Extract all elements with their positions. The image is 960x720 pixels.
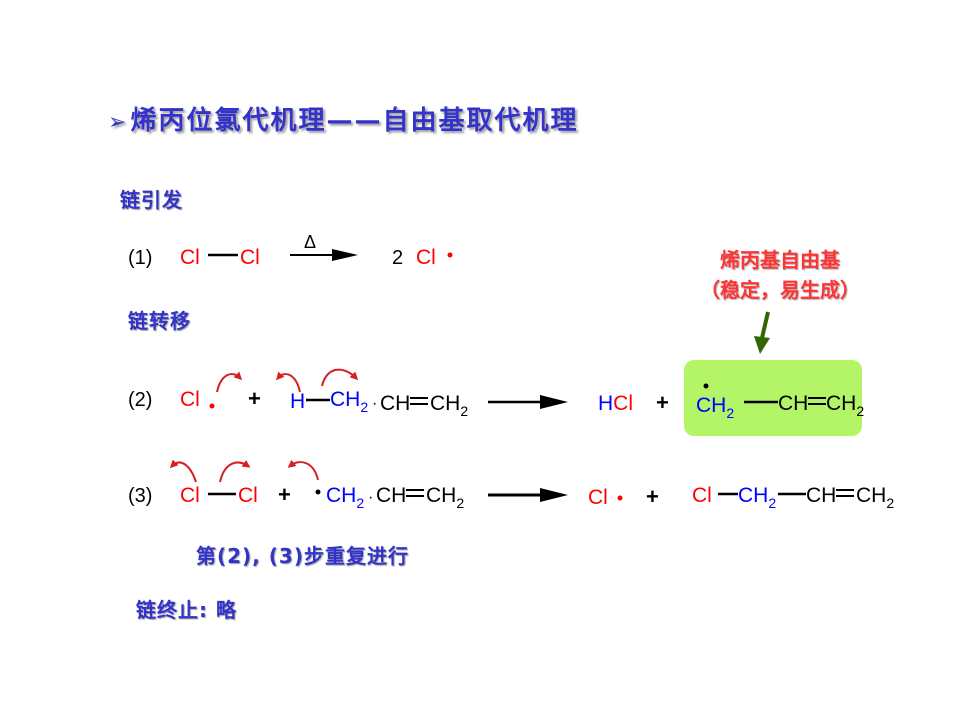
radical-dot-icon: [209, 403, 215, 409]
allyl-radical-subnote: （稳定，易生成）: [700, 278, 860, 302]
r3-product2-ch2-terminal: CH2: [856, 484, 894, 511]
r1-arrow-head: [332, 249, 358, 261]
r3-plus-1: +: [278, 482, 291, 507]
arrow-bullet-icon: ➢: [108, 110, 129, 135]
r3-plus-2: +: [646, 484, 659, 509]
r3-single-bond-dot: ·: [368, 489, 373, 506]
r2-ch2: CH2: [330, 388, 368, 415]
page-title: ➢烯丙位氯代机理——自由基取代机理: [108, 100, 578, 137]
r1-cl-a: Cl: [180, 246, 200, 269]
half-arrow-icon: [287, 459, 319, 481]
half-arrow-icon: [219, 459, 251, 483]
heading-initiation: 链引发: [120, 188, 183, 212]
allyl-ch2-terminal: CH2: [826, 392, 864, 419]
radical-dot-icon: [617, 495, 623, 501]
r3-product2-ch: CH: [806, 484, 836, 507]
radical-dot-icon: [703, 383, 709, 389]
heading-repeat: 第(2), (3)步重复进行: [196, 544, 409, 568]
allyl-radical-highlight: [684, 360, 862, 436]
annotation-arrow-icon: [754, 336, 770, 354]
r3-ch2-terminal: CH2: [426, 484, 464, 511]
r3-cl-b: Cl: [238, 484, 258, 507]
allyl-radical-note: 烯丙基自由基: [720, 248, 840, 272]
r3-cl-a: Cl: [180, 484, 200, 507]
r2-h: H: [290, 390, 305, 413]
annotation-arrow-shaft: [760, 311, 770, 339]
r3-ch: CH: [376, 484, 406, 507]
r1-label: (1): [128, 247, 152, 269]
heading-termination: 链终止: 略: [136, 598, 237, 622]
radical-dot-icon: [315, 489, 321, 495]
r3-product2-cl: Cl: [692, 484, 712, 507]
r3-ch2: CH2: [326, 484, 364, 511]
r3-arrow-head: [540, 488, 568, 502]
heading-propagation: 链转移: [128, 309, 191, 333]
title-text: 烯丙位氯代机理——自由基取代机理: [130, 106, 579, 136]
allyl-ch: CH: [778, 392, 808, 415]
r2-arrow-head: [540, 395, 568, 409]
r1-coefficient: 2: [392, 247, 403, 269]
radical-dot-icon: [447, 252, 453, 258]
r2-plus-1: +: [248, 386, 261, 411]
r2-ch: CH: [380, 392, 410, 415]
half-arrow-icon: [321, 368, 359, 387]
r2-cl: Cl: [180, 388, 200, 411]
r2-ch2-terminal: CH2: [430, 392, 468, 419]
r1-cl-b: Cl: [240, 246, 260, 269]
r3-label: (3): [128, 485, 152, 507]
r2-label: (2): [128, 389, 152, 411]
half-arrow-icon: [276, 371, 301, 393]
r3-product-cl: Cl: [588, 486, 608, 509]
half-arrow-icon: [169, 459, 197, 483]
allyl-ch2: CH2: [696, 394, 734, 421]
r2-hcl: HCl: [598, 392, 633, 415]
r2-single-bond-dot: ·: [372, 395, 377, 412]
r3-product2-ch2: CH2: [738, 484, 776, 511]
half-arrow-icon: [216, 371, 243, 393]
r1-product-cl: Cl: [416, 246, 436, 269]
r1-heat-condition: Δ: [304, 232, 316, 252]
r2-plus-2: +: [656, 390, 669, 415]
